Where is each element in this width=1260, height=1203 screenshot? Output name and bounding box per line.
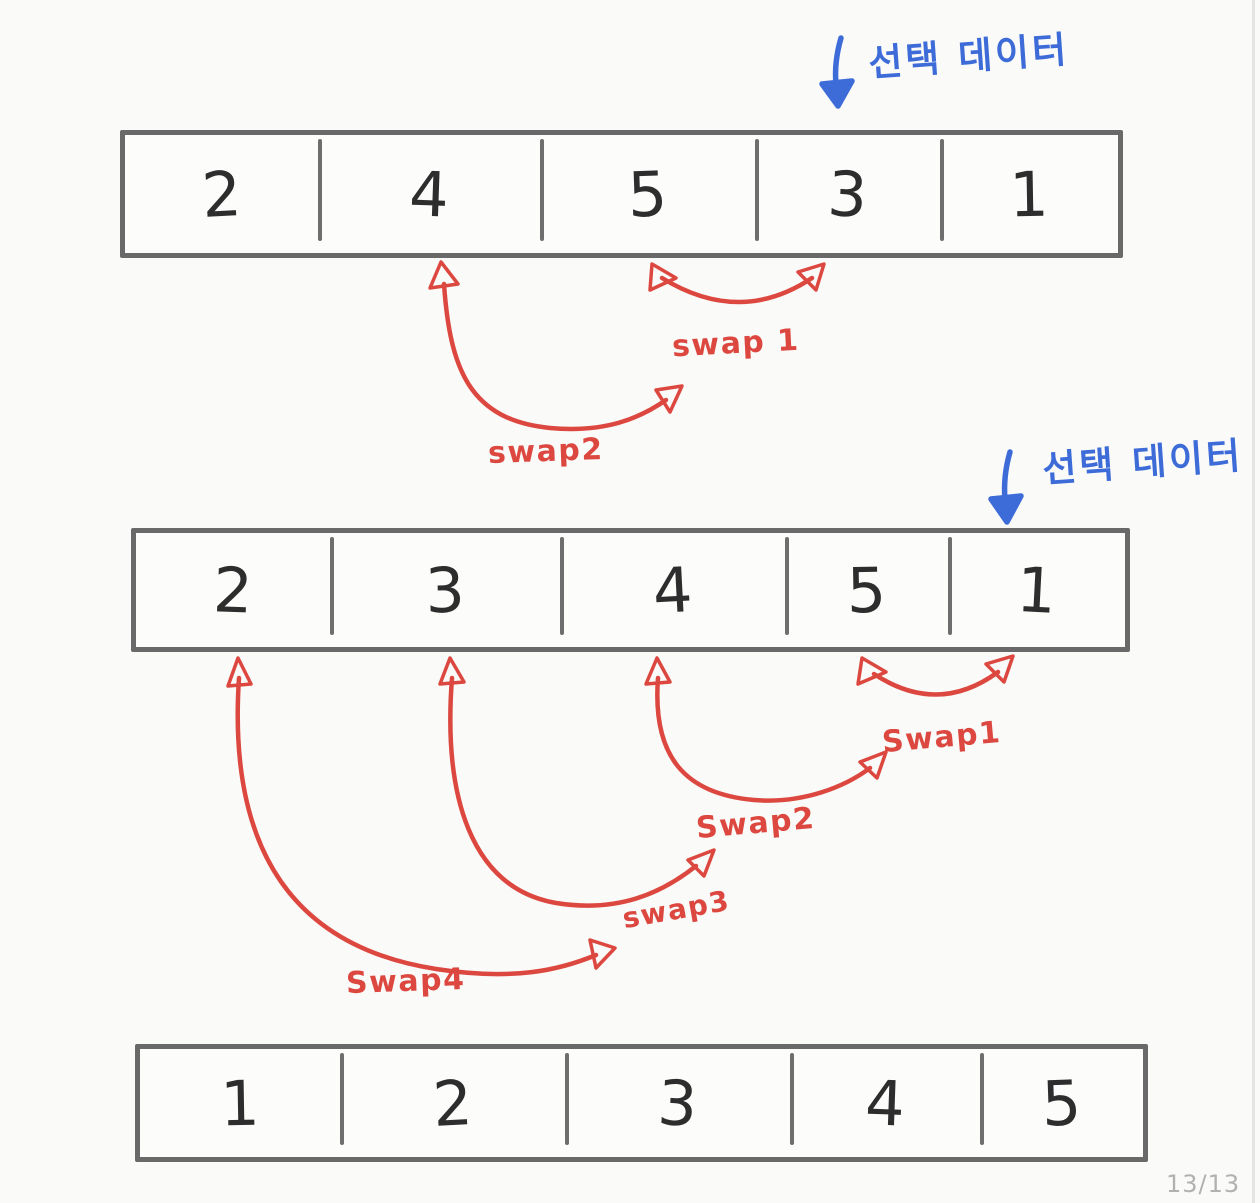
array-cell-value: 5 <box>1040 1065 1083 1141</box>
selection-label-middle: 선택 데이터 <box>1040 434 1245 491</box>
array-cell-value: 1 <box>219 1066 261 1140</box>
cell-divider <box>540 139 544 241</box>
swap1-arc-middle <box>856 654 1015 697</box>
swap1-label-middle: Swap1 <box>880 714 1003 761</box>
array-row-sorted: 1 2 3 4 5 <box>135 1044 1148 1162</box>
cell-divider <box>330 537 334 635</box>
cell-divider <box>318 139 322 241</box>
selection-label-top: 선택 데이터 <box>866 28 1071 85</box>
selection-arrow-top-icon <box>819 35 855 109</box>
cell-divider <box>340 1053 344 1145</box>
cell-divider <box>565 1053 569 1145</box>
array-cell-value: 2 <box>199 156 244 232</box>
array-cell-value: 5 <box>846 553 887 627</box>
array-row-initial: 2 4 5 3 1 <box>120 130 1123 258</box>
cell-divider <box>560 537 564 635</box>
array-cell-value: 4 <box>650 552 695 628</box>
cell-divider <box>785 537 789 635</box>
swap1-arc-top <box>648 262 826 305</box>
page-indicator: 13/13 <box>1166 1170 1241 1198</box>
cell-divider <box>948 537 952 635</box>
array-cell-value: 1 <box>1014 552 1059 628</box>
cell-divider <box>940 139 944 241</box>
swap3-label-middle: swap3 <box>619 883 733 936</box>
swap2-label-middle: Swap2 <box>694 800 817 847</box>
swap2-arc-top <box>428 260 684 432</box>
array-cell-value: 3 <box>655 1065 700 1141</box>
swap4-arc-middle <box>226 656 617 977</box>
swap4-label-middle: Swap4 <box>345 961 466 1002</box>
window-edge-divider <box>1252 0 1255 1203</box>
array-cell-value: 4 <box>864 1065 906 1141</box>
selection-arrow-middle-icon <box>988 449 1024 525</box>
swap1-label-top: swap 1 <box>671 322 801 365</box>
array-cell-value: 5 <box>626 156 669 232</box>
array-cell-value: 2 <box>430 1065 475 1141</box>
cell-divider <box>790 1053 794 1145</box>
swap3-arc-middle <box>438 656 716 908</box>
cell-divider <box>980 1053 984 1145</box>
array-cell-value: 1 <box>1008 157 1050 231</box>
array-cell-value: 4 <box>408 156 450 232</box>
swap2-label-top: swap2 <box>487 431 605 472</box>
cell-divider <box>755 139 759 241</box>
array-cell-value: 2 <box>212 552 254 628</box>
swap2-arc-middle <box>644 656 888 803</box>
array-cell-value: 3 <box>424 552 466 628</box>
array-row-intermediate: 2 3 4 5 1 <box>131 528 1130 652</box>
array-cell-value: 3 <box>825 156 870 232</box>
